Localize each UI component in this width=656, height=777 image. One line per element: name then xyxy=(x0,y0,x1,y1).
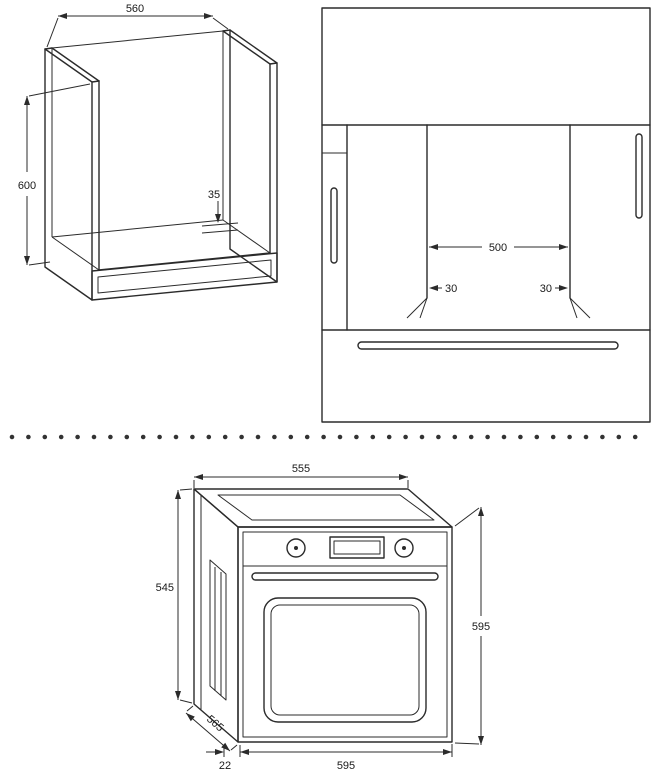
cabinet-outline xyxy=(44,29,278,301)
dim-left-clearance: 30 xyxy=(429,283,457,295)
oven-diagram: 555 545 595 565 xyxy=(156,463,491,772)
dim-oven-top-width: 555 xyxy=(193,463,409,488)
oven-door-window xyxy=(263,597,427,723)
drawer-handle xyxy=(357,341,619,350)
dim-label-cabinet-width: 560 xyxy=(126,3,144,15)
dim-right-clearance: 30 xyxy=(540,283,568,295)
dim-label-niche-width: 500 xyxy=(489,242,507,254)
right-door-handle xyxy=(635,133,643,219)
dim-cabinet-height: 600 xyxy=(18,83,91,266)
left-door-handle xyxy=(330,187,338,264)
right-control-knob xyxy=(394,538,414,558)
dim-oven-front-width: 595 xyxy=(239,744,453,772)
left-control-knob xyxy=(286,538,306,558)
dim-cabinet-width: 560 xyxy=(46,3,229,48)
cabinet-cutout-diagram: 560 600 35 xyxy=(18,3,278,301)
dim-label-rear-gap: 35 xyxy=(208,189,220,201)
side-vent-strip xyxy=(209,559,227,701)
dim-label-oven-front-height: 595 xyxy=(472,621,490,633)
niche-front-diagram: 500 30 30 xyxy=(321,7,651,423)
dim-label-right-clearance: 30 xyxy=(540,283,552,295)
dim-label-oven-front-width: 595 xyxy=(337,760,355,772)
dim-niche-width: 500 xyxy=(429,242,568,254)
oven-display xyxy=(329,536,385,559)
oven-door-handle xyxy=(251,572,439,581)
dim-oven-front-height: 595 xyxy=(454,507,490,745)
dim-oven-door-protrusion: 22 xyxy=(206,745,231,772)
dim-label-cabinet-height: 600 xyxy=(18,180,36,192)
dim-label-oven-top-width: 555 xyxy=(292,463,310,475)
dim-cabinet-rear-gap: 35 xyxy=(208,189,221,223)
dim-label-left-clearance: 30 xyxy=(445,283,457,295)
oven-body xyxy=(193,488,453,743)
dim-oven-body-height: 545 xyxy=(156,488,193,704)
dim-label-oven-door-protrusion: 22 xyxy=(219,760,231,772)
niche-border xyxy=(321,7,651,423)
dim-oven-depth: 565 xyxy=(185,705,238,752)
dim-label-oven-body-height: 545 xyxy=(156,582,174,594)
